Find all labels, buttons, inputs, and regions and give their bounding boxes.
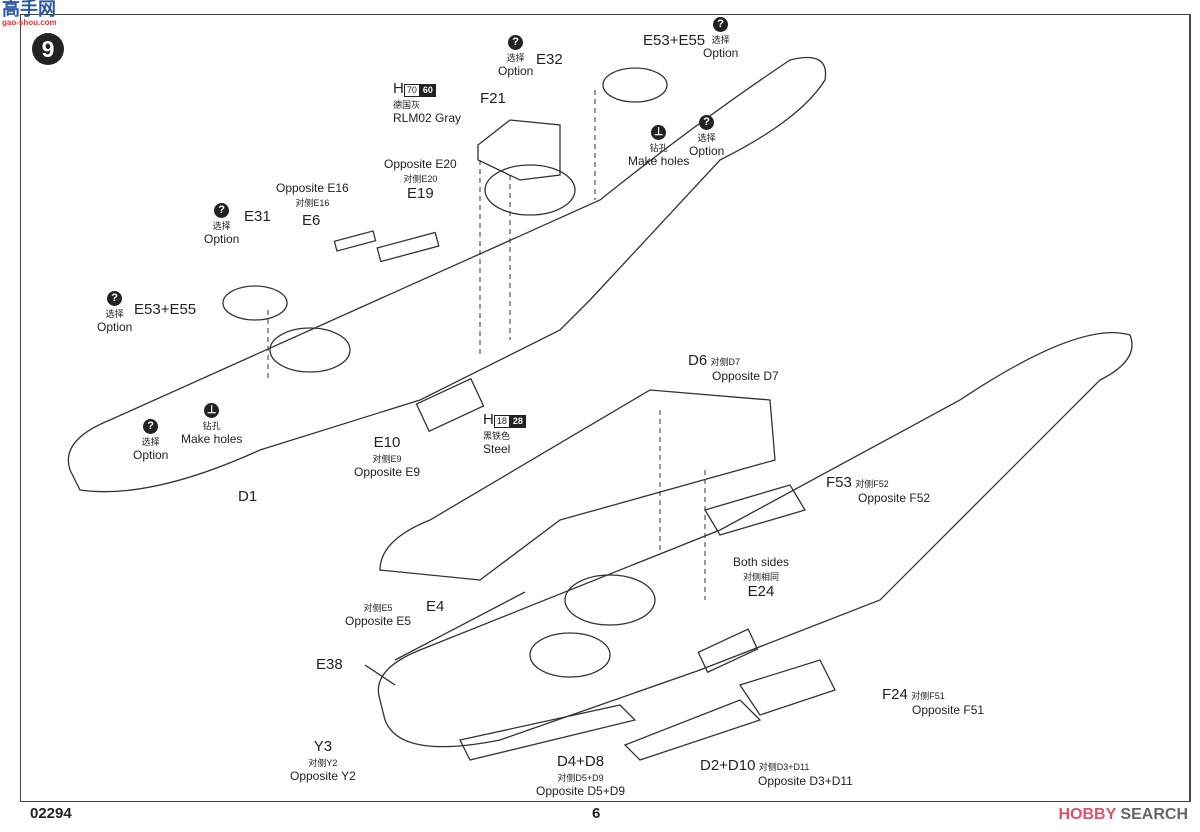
part-e53-left: [222, 285, 288, 321]
part-f53: [704, 484, 806, 536]
page-number: 6: [592, 805, 601, 822]
part-f24: [738, 659, 836, 716]
question-icon: ?: [143, 419, 159, 434]
product-code: 02294: [30, 805, 72, 822]
drill-icon: ⊥: [204, 403, 220, 418]
wheel-well-a: [269, 327, 351, 373]
part-label: E6: [302, 212, 321, 229]
lower-wing-outline: [377, 332, 1133, 748]
part-e53-upper: [602, 67, 668, 103]
part-label: E31: [244, 208, 271, 225]
part-label: E32: [536, 51, 563, 68]
flap-outline: [379, 389, 776, 581]
part-d2-d10: [623, 699, 762, 761]
part-label: E53+E55: [643, 32, 706, 49]
question-icon: ?: [107, 291, 123, 306]
part-d4-d8: [459, 704, 637, 761]
drill-icon: ⊥: [651, 125, 667, 140]
question-icon: ?: [214, 203, 230, 218]
part-e6: [333, 230, 377, 252]
question-icon: ?: [699, 115, 715, 130]
wheel-well-d: [529, 632, 611, 678]
part-f21: [477, 119, 561, 181]
part-e4: [394, 591, 526, 661]
radiator-lower: [697, 628, 759, 674]
question-icon: ?: [713, 17, 729, 32]
radiator-upper: [415, 377, 485, 433]
question-icon: ?: [508, 35, 524, 50]
upper-wing-outline: [67, 56, 827, 493]
wheel-well-c: [564, 574, 656, 626]
part-label: F21: [480, 90, 506, 107]
part-e19: [376, 231, 440, 263]
part-label: E4: [426, 598, 445, 615]
wheel-well-b: [484, 164, 576, 216]
part-label: D1: [238, 488, 258, 505]
part-e38: [364, 664, 396, 686]
part-label: E38: [316, 656, 343, 673]
page-frame: [20, 14, 1191, 802]
hobby-search-watermark: HOBBY SEARCH: [1058, 806, 1188, 823]
step-number: 9: [32, 33, 64, 65]
part-label: E53+E55: [134, 301, 197, 318]
